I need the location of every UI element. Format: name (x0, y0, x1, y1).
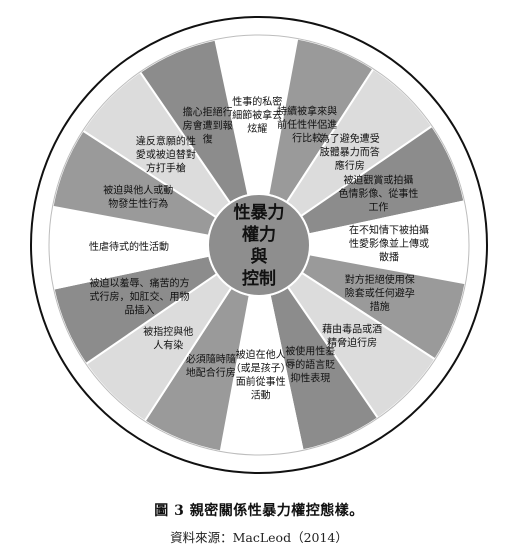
segment-label-line: 炫耀 (247, 122, 267, 135)
segment-label-6: 對方拒絕使用保險套或任何避孕措施 (345, 273, 415, 313)
source-note: 資料來源：MacLeod（2014） (170, 530, 348, 545)
segment-label-line: 持續被拿來與 (277, 104, 337, 117)
segment-label-9: 被迫在他人（或是孩子）面前從事性活動 (231, 348, 291, 402)
segment-label-line: 行比較 (292, 131, 322, 144)
segment-label-line: 抑性表現 (290, 371, 330, 384)
center-hub (207, 193, 311, 297)
segment-label-line: 色情影像、從事性 (338, 187, 418, 200)
segment-label-10: 必須隨時隨地配合行房 (186, 352, 236, 379)
segment-label-7: 藉由毒品或酒精脅迫行房 (322, 322, 382, 349)
segment-label-line: 性事的私密 (232, 95, 282, 108)
segment-label-line: 險套或任何避孕 (345, 287, 415, 300)
center-title-line: 與 (251, 246, 268, 267)
segment-label-line: 必須隨時隨 (186, 352, 236, 365)
segment-label-line: 品插入 (125, 303, 155, 316)
segment-label-line: 被迫以羞辱、痛苦的方 (90, 276, 190, 289)
segment-label-12: 被迫以羞辱、痛苦的方式行房，如肛交、用物品插入 (90, 276, 190, 316)
segment-label-line: 性虐待式的性活動 (89, 240, 169, 253)
segment-label-line: 房會遭到報 (183, 119, 233, 132)
segment-label-line: 復 (203, 133, 213, 146)
segment-label-line: 方打手槍 (146, 161, 186, 174)
segment-label-line: 對方拒絕使用保 (345, 273, 415, 286)
segment-label-line: 措施 (370, 300, 390, 313)
segment-label-line: 被迫觀賞或拍攝 (343, 174, 413, 187)
segment-label-line: 被迫在他人 (236, 348, 286, 361)
segment-label-line: 前任性伴侶進 (277, 118, 337, 131)
center-title-line: 性暴力 (234, 202, 285, 223)
segment-rim (48, 34, 470, 456)
segment-label-15: 違反意願的性愛或被迫替對方打手槍 (136, 134, 196, 174)
segment-label-line: 物發生性行為 (108, 197, 168, 210)
center-title: 性暴力權力與控制 (234, 202, 285, 289)
segment-label-5: 在不知情下被拍攝性愛影像並上傳或散播 (349, 223, 429, 263)
wheel-diagram: 性事的私密細節被拿去炫耀持續被拿來與前任性伴侶進行比較為了避免遭受肢體暴力而答應… (30, 16, 488, 474)
segment-label-line: 應行房 (335, 159, 365, 172)
segment-label-16: 擔心拒絕行房會遭到報復 (183, 106, 233, 146)
segment-label-3: 為了避免遭受肢體暴力而答應行房 (320, 132, 380, 172)
segment-label-1: 性事的私密細節被拿去炫耀 (232, 95, 282, 135)
segment-label-line: 肢體暴力而答 (320, 145, 380, 158)
segment-label-line: 被使用性羞 (285, 344, 335, 357)
segment-label-line: 違反意願的性 (136, 134, 196, 147)
segment-label-2: 持續被拿來與前任性伴侶進行比較 (277, 104, 337, 144)
segment-label-line: 在不知情下被拍攝 (349, 223, 429, 236)
center-title-line: 控制 (242, 268, 276, 289)
segment-label-line: 藉由毒品或酒 (322, 322, 382, 335)
segment-label-line: 細節被拿去 (232, 109, 282, 122)
figure-caption: 圖 3 親密關係性暴力權控態樣。 (154, 503, 364, 519)
power-control-wheel: 性事的私密細節被拿去炫耀持續被拿來與前任性伴侶進行比較為了避免遭受肢體暴力而答應… (30, 16, 488, 474)
segment-label-13: 性虐待式的性活動 (89, 240, 169, 253)
segment-label-line: 散播 (379, 250, 399, 263)
segment-label-line: 擔心拒絕行 (183, 106, 233, 119)
segment-label-line: 被指控與他 (143, 325, 193, 338)
segment-label-line: 工作 (368, 202, 388, 214)
center-title-line: 權力 (242, 224, 276, 245)
segment-label-line: 被迫與他人或動 (103, 184, 173, 197)
segment-label-line: 面前從事性 (236, 375, 286, 388)
segment-label-line: 性愛影像並上傳或 (349, 237, 429, 250)
segment-label-line: 精脅迫行房 (327, 336, 377, 349)
segment-label-line: 活動 (251, 389, 271, 402)
segment-label-line: 愛或被迫替對 (136, 148, 196, 161)
segment-label-14: 被迫與他人或動物發生性行為 (103, 184, 173, 211)
segment-label-4: 被迫觀賞或拍攝色情影像、從事性工作 (338, 174, 418, 214)
segment-label-line: 人有染 (153, 338, 183, 351)
segment-label-line: 地配合行房 (186, 366, 236, 379)
segment-label-line: 為了避免遭受 (320, 132, 380, 145)
segment-label-8: 被使用性羞辱的語言貶抑性表現 (285, 344, 335, 384)
segment-label-line: 辱的語言貶 (285, 358, 335, 371)
segment-label-line: （或是孩子） (231, 362, 291, 375)
segment-label-line: 式行房，如肛交、用物 (90, 290, 190, 303)
segment-label-11: 被指控與他人有染 (143, 325, 193, 352)
